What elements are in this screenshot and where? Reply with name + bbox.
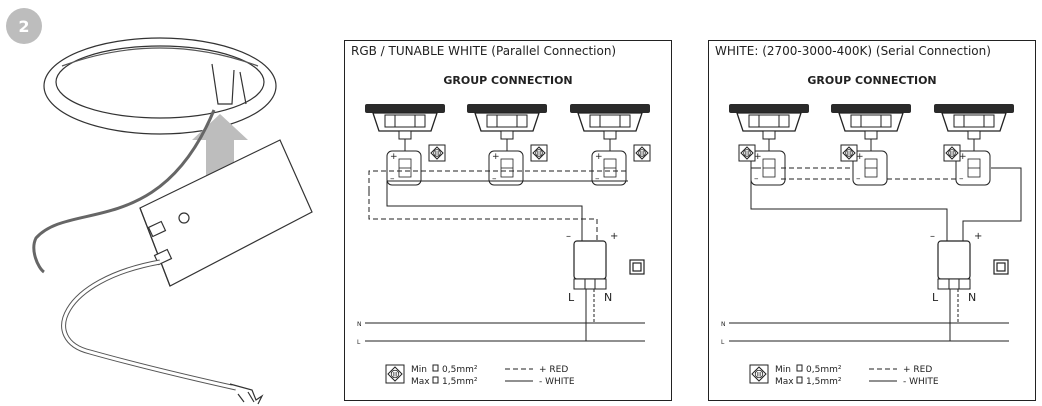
protection-class-label: III	[392, 372, 398, 379]
protection-class-iii-icon: III	[530, 144, 548, 162]
step-number-badge: 2	[6, 8, 42, 44]
protection-class-label: III	[639, 151, 645, 158]
led-fixture-1	[729, 104, 809, 151]
mains-n-label: N	[721, 321, 726, 328]
white-wire	[750, 167, 948, 241]
cross-section-icon	[432, 364, 439, 372]
legend-min-label: Min	[775, 365, 791, 375]
protection-class-label: III	[846, 151, 852, 158]
terminal-minus-label: –	[595, 174, 600, 184]
legend-max-label: Max	[775, 377, 794, 387]
driver-n-label: N	[968, 291, 976, 304]
terminal-plus-label: +	[856, 152, 864, 162]
driver-l-label: L	[568, 291, 575, 304]
terminal-plus-label: +	[492, 152, 500, 162]
led-driver	[937, 240, 971, 290]
protection-class-label: III	[536, 151, 542, 158]
wire-connector-illustration	[229, 383, 264, 405]
installation-illustration	[32, 37, 313, 405]
wire-legend: Min 0,5mm² Max 1,5mm² + RED - WHITE	[411, 364, 575, 387]
driver-l-label: L	[932, 291, 939, 304]
led-fixture-3	[570, 104, 650, 151]
panel-subtitle: GROUP CONNECTION	[443, 74, 573, 87]
legend-max-value: 1,5mm²	[442, 377, 478, 387]
terminal-block-1: +–	[750, 150, 786, 186]
terminal-minus-label: –	[959, 174, 964, 184]
led-fixture-2	[467, 104, 547, 151]
terminal-minus-label: –	[856, 174, 861, 184]
panel-title: WHITE: (2700-3000-400K) (Serial Connecti…	[715, 44, 991, 58]
driver-plus-label: +	[610, 231, 618, 242]
legend-white-label: - WHITE	[903, 377, 939, 387]
cross-section-icon	[796, 364, 803, 372]
led-fixture-1	[365, 104, 445, 151]
terminal-block-3: +–	[955, 150, 991, 186]
ceiling-cutout-illustration	[43, 37, 277, 135]
driver-plus-label: +	[974, 231, 982, 242]
legend-max-value: 1,5mm²	[806, 377, 842, 387]
protection-class-iii-icon: III	[840, 144, 858, 162]
driver-minus-label: –	[930, 231, 935, 242]
double-insulation-icon	[629, 259, 645, 275]
legend-red-label: + RED	[539, 365, 568, 375]
protection-class-iii-icon: III	[738, 144, 756, 162]
protection-class-label: III	[744, 151, 750, 158]
protection-class-iii-icon: III	[749, 364, 769, 384]
protection-class-label: III	[949, 151, 955, 158]
mains-l-label: L	[357, 339, 361, 346]
led-fixture-2	[831, 104, 911, 151]
driver-box-illustration	[139, 139, 313, 287]
panel-title: RGB / TUNABLE WHITE (Parallel Connection…	[351, 44, 617, 58]
legend-min-value: 0,5mm²	[442, 365, 478, 375]
terminal-minus-label: –	[754, 174, 759, 184]
terminal-block-3: +–	[591, 150, 627, 186]
terminal-block-1: +–	[386, 150, 422, 186]
serial-connection-panel: WHITE: (2700-3000-400K) (Serial Connecti…	[708, 40, 1036, 401]
white-wire	[962, 167, 1022, 241]
protection-class-iii-icon: III	[943, 144, 961, 162]
terminal-plus-label: +	[959, 152, 967, 162]
white-wire	[386, 181, 583, 241]
terminal-minus-label: –	[492, 174, 497, 184]
driver-n-label: N	[604, 291, 612, 304]
mains-l-label: L	[721, 339, 725, 346]
led-fixture-3	[934, 104, 1014, 151]
cross-section-icon	[432, 376, 439, 384]
legend-white-label: - WHITE	[539, 377, 575, 387]
legend-min-value: 0,5mm²	[806, 365, 842, 375]
terminal-block-2: +–	[852, 150, 888, 186]
protection-class-label: III	[434, 151, 440, 158]
wire-legend: Min 0,5mm² Max 1,5mm² + RED - WHITE	[775, 364, 939, 387]
panel-subtitle: GROUP CONNECTION	[807, 74, 937, 87]
red-wire	[368, 191, 598, 241]
legend-max-label: Max	[411, 377, 430, 387]
cross-section-icon	[796, 376, 803, 384]
terminal-block-2: +–	[488, 150, 524, 186]
driver-minus-label: –	[566, 231, 571, 242]
terminal-plus-label: +	[754, 152, 762, 162]
double-insulation-icon	[993, 259, 1009, 275]
terminal-minus-label: –	[390, 174, 395, 184]
led-driver	[573, 240, 607, 290]
parallel-connection-panel: RGB / TUNABLE WHITE (Parallel Connection…	[344, 40, 672, 401]
legend-red-label: + RED	[903, 365, 932, 375]
legend-min-label: Min	[411, 365, 427, 375]
terminal-plus-label: +	[390, 152, 398, 162]
red-wire	[368, 170, 628, 191]
protection-class-iii-icon: III	[633, 144, 651, 162]
terminal-plus-label: +	[595, 152, 603, 162]
protection-class-label: III	[756, 372, 762, 379]
mains-n-label: N	[357, 321, 362, 328]
protection-class-iii-icon: III	[385, 364, 405, 384]
protection-class-iii-icon: III	[428, 144, 446, 162]
fixture-cable	[32, 109, 216, 274]
